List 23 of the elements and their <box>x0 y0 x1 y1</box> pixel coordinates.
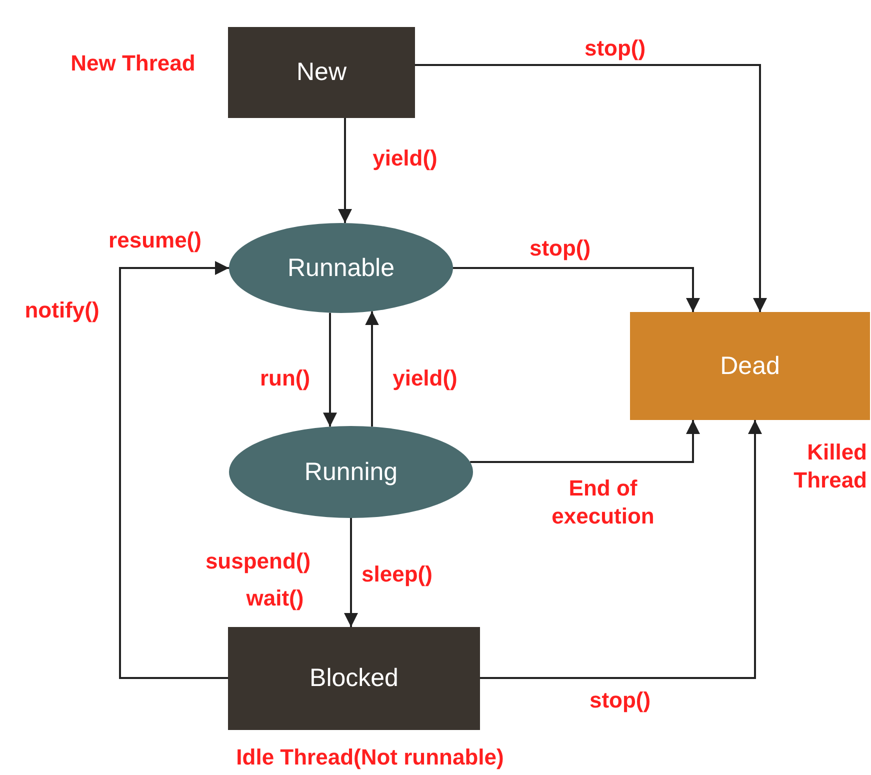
arrow <box>453 267 700 312</box>
arrow <box>470 420 700 463</box>
state-label: Runnable <box>287 254 395 282</box>
arrow <box>119 261 229 679</box>
state-caption: Killed Thread <box>792 438 867 494</box>
state-box <box>228 27 415 118</box>
arrow <box>338 118 352 224</box>
state-caption: New Thread <box>70 49 196 77</box>
state-label: Dead <box>720 352 780 380</box>
state-label: New <box>296 58 346 87</box>
state-label: Running <box>304 458 398 486</box>
method-label: suspend() <box>205 547 311 575</box>
state-box <box>630 312 870 420</box>
state-box <box>228 627 480 730</box>
arrow <box>365 311 379 427</box>
arrow <box>480 420 762 679</box>
arrow <box>415 64 767 312</box>
state-label: Blocked <box>310 664 398 693</box>
method-label: wait() <box>246 584 304 612</box>
method-label: notify() <box>24 296 100 324</box>
state-caption: Idle Thread(Not runnable) <box>236 743 504 771</box>
arrow <box>323 312 337 427</box>
arrow <box>344 518 358 627</box>
